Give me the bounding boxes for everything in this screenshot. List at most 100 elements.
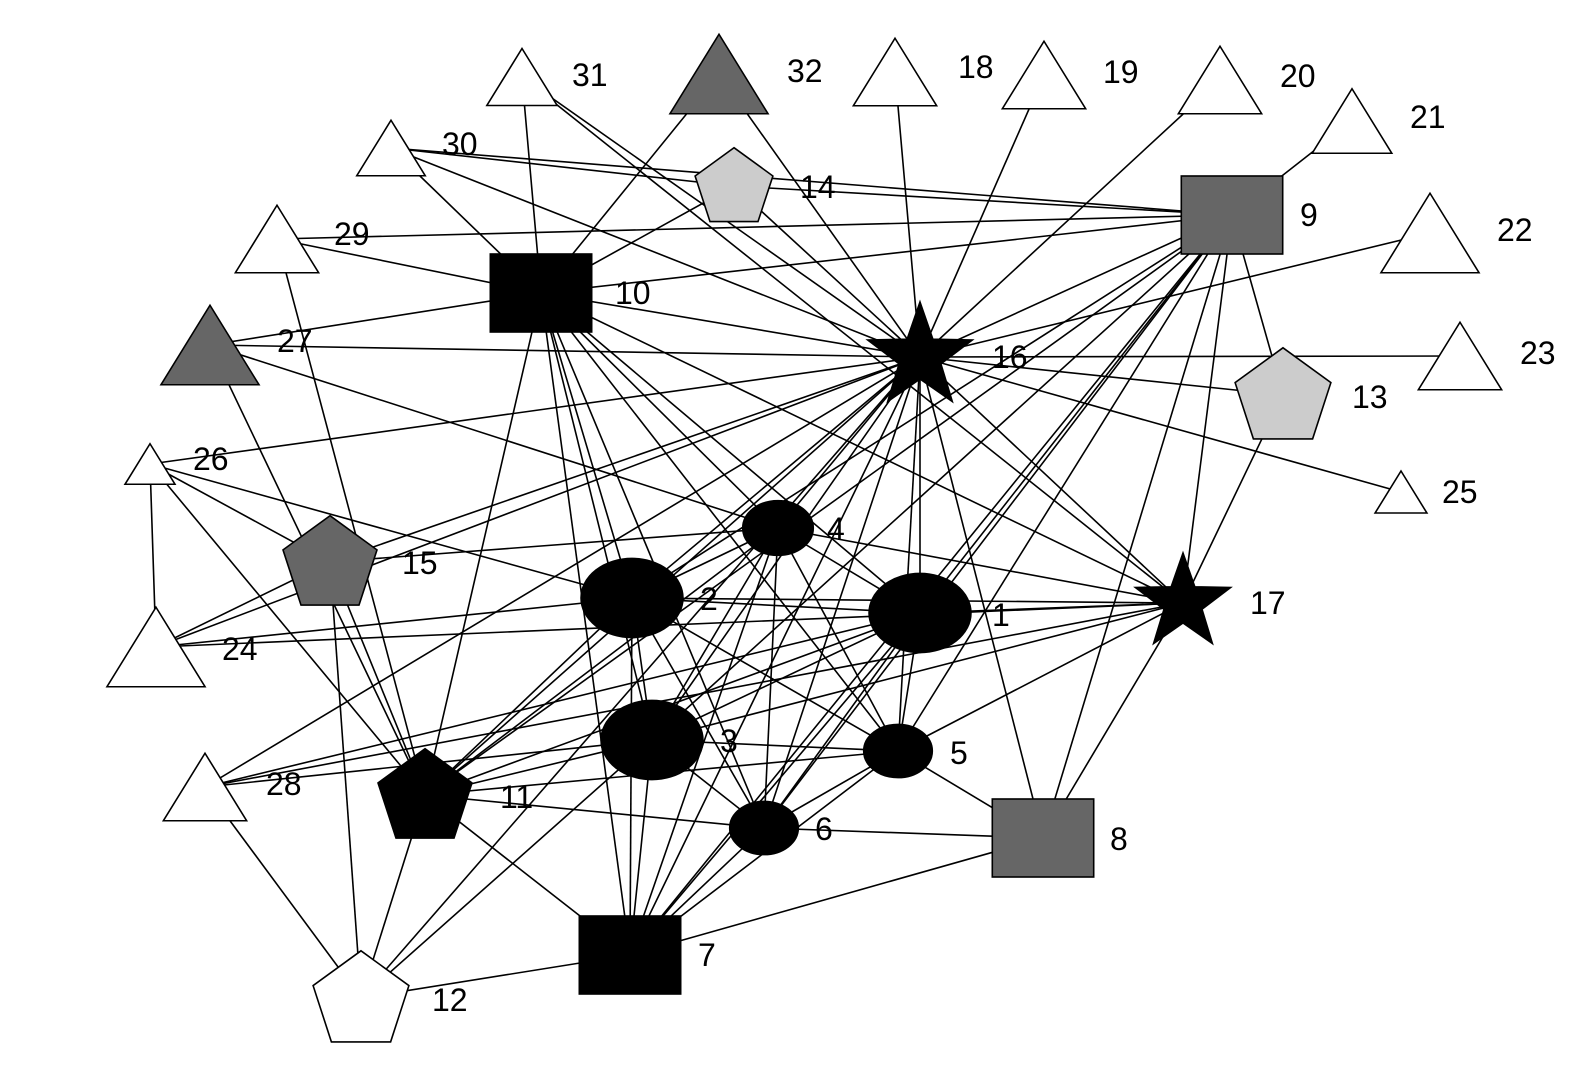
edge-16-24 <box>155 356 921 648</box>
node-label-21: 21 <box>1410 99 1446 135</box>
edge-9-11 <box>424 214 1233 796</box>
edge-3-12 <box>360 739 653 999</box>
edge-9-16 <box>919 214 1233 358</box>
edge-3-9 <box>651 214 1233 741</box>
node-23: 23 <box>1416 320 1556 391</box>
node-31: 31 <box>485 46 608 107</box>
node-14: 14 <box>694 146 836 223</box>
node-4: 4 <box>741 499 845 557</box>
node-label-24: 24 <box>222 631 258 667</box>
node-label-3: 3 <box>720 723 738 759</box>
edge-16-20 <box>919 79 1221 358</box>
node-9: 9 <box>1180 175 1318 255</box>
node-15-pentagon <box>282 514 378 606</box>
edge-6-16 <box>763 356 921 829</box>
edge-16-18 <box>894 71 921 358</box>
node-28-triangle <box>161 751 249 822</box>
edge-16-27 <box>209 344 921 358</box>
node-label-28: 28 <box>266 766 302 802</box>
edge-6-10 <box>540 292 765 829</box>
node-label-15: 15 <box>402 545 438 581</box>
edge-16-30 <box>390 147 921 358</box>
node-label-19: 19 <box>1103 54 1139 90</box>
node-5-circle <box>862 723 934 779</box>
node-18: 18 <box>851 36 994 107</box>
edge-16-19 <box>919 74 1045 358</box>
edge-5-17 <box>897 602 1184 752</box>
edge-3-17 <box>651 602 1184 741</box>
node-26: 26 <box>123 441 229 486</box>
node-8: 8 <box>991 798 1128 878</box>
edge-1-3 <box>651 612 921 741</box>
node-label-11: 11 <box>500 779 533 815</box>
node-3: 3 <box>600 699 738 781</box>
node-32: 32 <box>668 32 823 115</box>
node-label-6: 6 <box>815 811 833 847</box>
node-19-triangle <box>1000 39 1088 110</box>
node-22-triangle <box>1379 191 1481 274</box>
node-28: 28 <box>161 751 302 822</box>
edge-17-28 <box>204 602 1184 788</box>
edge-6-9 <box>763 214 1233 829</box>
node-10-square <box>489 253 593 333</box>
node-29-triangle <box>233 203 321 274</box>
edge-1-7 <box>629 612 921 956</box>
edge-6-11 <box>424 794 765 829</box>
node-30: 30 <box>355 118 478 177</box>
node-30-triangle <box>355 118 427 177</box>
node-11: 11 <box>377 747 533 839</box>
edge-9-30 <box>390 147 1233 216</box>
node-2: 2 <box>580 557 718 639</box>
node-label-17: 17 <box>1250 585 1286 621</box>
node-13: 13 <box>1234 346 1388 440</box>
edge-9-10 <box>540 214 1233 294</box>
node-label-2: 2 <box>700 581 718 617</box>
edge-1-28 <box>204 612 921 788</box>
node-10: 10 <box>489 253 651 333</box>
node-label-22: 22 <box>1497 212 1533 248</box>
edge-2-16 <box>631 356 921 599</box>
node-label-10: 10 <box>615 275 651 311</box>
node-label-8: 8 <box>1110 821 1128 857</box>
edge-14-30 <box>390 147 735 187</box>
node-label-25: 25 <box>1442 474 1478 510</box>
edge-7-10 <box>540 292 631 956</box>
node-2-circle <box>580 557 684 639</box>
edge-4-11 <box>424 527 779 796</box>
node-21: 21 <box>1310 87 1446 155</box>
node-6: 6 <box>728 800 833 856</box>
node-22: 22 <box>1379 191 1533 274</box>
node-27: 27 <box>159 303 313 386</box>
edge-3-10 <box>540 292 653 741</box>
node-label-12: 12 <box>432 982 468 1018</box>
node-16: 16 <box>865 299 1028 404</box>
node-13-pentagon <box>1234 346 1332 440</box>
edge-8-9 <box>1042 214 1233 839</box>
node-25: 25 <box>1373 469 1478 514</box>
node-27-triangle <box>159 303 261 386</box>
node-17-star <box>1133 550 1233 646</box>
edge-10-27 <box>209 292 542 346</box>
node-label-14: 14 <box>800 169 836 205</box>
node-label-9: 9 <box>1300 197 1318 233</box>
node-label-26: 26 <box>193 441 229 477</box>
edge-16-26 <box>149 356 921 465</box>
node-7: 7 <box>578 915 716 995</box>
edge-2-5 <box>631 597 899 752</box>
node-label-30: 30 <box>442 126 478 162</box>
edge-4-27 <box>209 344 779 529</box>
edge-12-28 <box>204 786 362 999</box>
edge-2-11 <box>424 597 633 796</box>
edge-14-16 <box>733 185 921 358</box>
node-17: 17 <box>1133 550 1286 646</box>
node-label-16: 16 <box>992 339 1028 375</box>
edge-9-29 <box>276 214 1233 240</box>
node-9-square <box>1180 175 1284 255</box>
edge-1-9 <box>919 214 1233 614</box>
node-3-circle <box>600 699 704 781</box>
edge-15-16 <box>329 356 921 563</box>
node-23-triangle <box>1416 320 1504 391</box>
edge-9-17 <box>1182 214 1233 604</box>
